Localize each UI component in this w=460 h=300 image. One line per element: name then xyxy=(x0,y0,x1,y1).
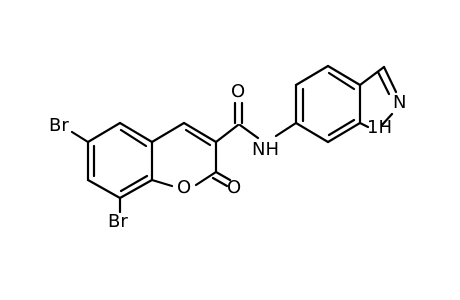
atom-br-bottom: Br xyxy=(108,211,128,232)
bond xyxy=(118,121,154,144)
bond xyxy=(86,121,122,144)
bond xyxy=(211,176,229,188)
bond xyxy=(382,65,398,94)
bond xyxy=(327,71,356,91)
bond xyxy=(214,170,232,182)
atom-o-ring: O xyxy=(177,177,191,198)
bond xyxy=(326,64,362,87)
atom-o-carbonyl-lactone: O xyxy=(227,177,241,198)
bond xyxy=(86,178,122,200)
bond xyxy=(294,64,330,87)
bond xyxy=(150,121,186,144)
bond xyxy=(194,170,218,187)
bond xyxy=(119,174,149,193)
bond xyxy=(238,123,260,140)
bond xyxy=(294,121,330,144)
atom-nh-pyrazole: 1H xyxy=(367,117,392,138)
atom-label-layer: Br Br O O O NH N 1H xyxy=(49,81,406,232)
bond xyxy=(118,178,154,200)
bond xyxy=(150,178,174,188)
atom-n-pyrazole: N xyxy=(393,92,406,113)
bond xyxy=(214,123,240,144)
bond xyxy=(184,128,212,147)
bond xyxy=(70,130,90,144)
atom-nh-amide: NH xyxy=(252,139,279,160)
bond xyxy=(182,121,218,144)
bond xyxy=(326,121,362,144)
atom-br-top: Br xyxy=(49,115,69,136)
bond xyxy=(358,65,386,87)
bond xyxy=(119,128,148,148)
atom-o-amide: O xyxy=(231,81,245,102)
bond xyxy=(380,112,394,127)
bond xyxy=(358,121,370,129)
bond xyxy=(327,118,356,137)
bond xyxy=(376,70,391,96)
bond xyxy=(274,121,298,138)
bond-layer xyxy=(70,64,398,214)
